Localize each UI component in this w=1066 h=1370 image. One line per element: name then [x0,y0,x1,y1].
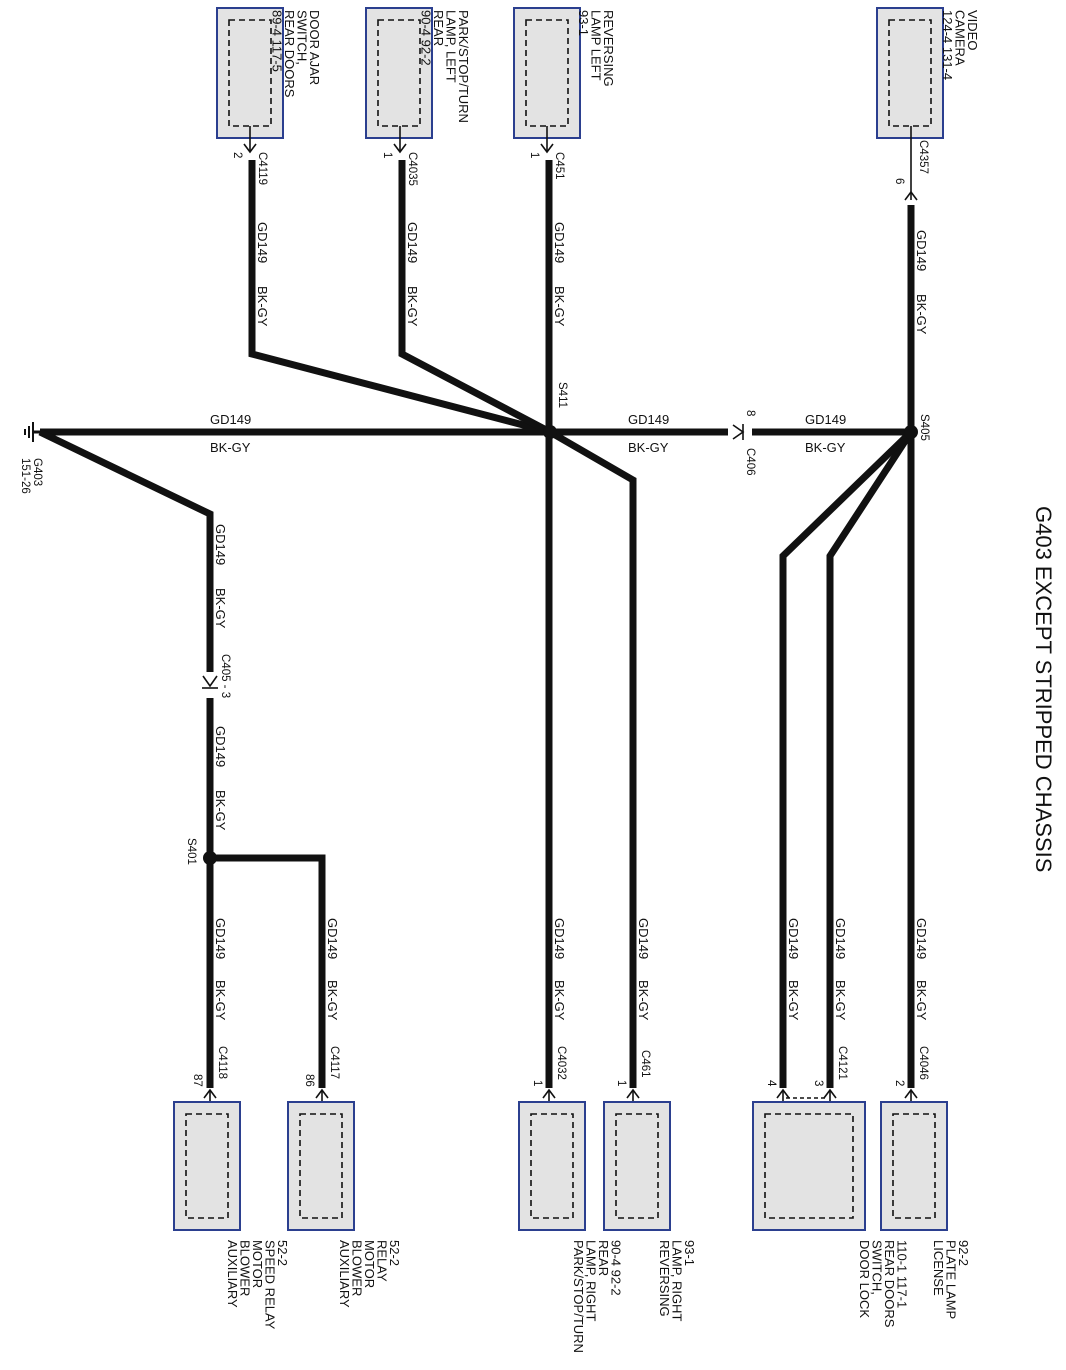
splice-s411 [543,425,557,439]
pin-label: 1 [531,1080,543,1086]
component-label: REVERSING LAMP, RIGHT 93-1 [657,1240,697,1325]
svg-text:GD149: GD149 [325,918,340,959]
svg-text:BK-GY: BK-GY [405,286,420,327]
component-label: DOOR AJAR SWITCH, REAR DOORS 89-4 117-5 [270,10,323,101]
component-auxiliary-blower-motor-relay: AUXILIARY BLOWER MOTOR RELAY 52-2 [287,1088,402,1311]
pin-label: 87 [191,1074,203,1087]
splice-s401 [203,851,217,865]
component-park-stop-turn-lamp-right: PARK/STOP/TURN LAMP, RIGHT REAR 90-4 92-… [518,1088,624,1357]
inline-connector-c405: C405 - 3 [202,654,231,698]
component-reversing-lamp-right: REVERSING LAMP, RIGHT 93-1 [603,1088,697,1325]
pin-label: 1 [381,152,393,158]
svg-text:BK-GY: BK-GY [210,440,251,455]
connector-label: C4121 [836,1046,848,1080]
svg-text:GD149: GD149 [914,918,929,959]
splice-label: S401 [185,838,197,865]
svg-text:BK-GY: BK-GY [786,980,801,1021]
pin-label: 8 [744,410,756,416]
connector-label: C4117 [328,1046,340,1079]
svg-text:BK-GY: BK-GY [805,440,846,455]
svg-text:GD149: GD149 [213,524,228,565]
svg-text:GD149: GD149 [786,918,801,959]
splice-label: S405 [918,414,930,441]
connector-label: C406 [744,448,756,476]
component-label: VIDEO CAMERA 124-4 131-4 [940,10,980,80]
splice-label: S411 [556,382,568,408]
component-door-lock-switch: DOOR LOCK SWITCH, REAR DOORS 110-1 117-1 [752,1088,910,1331]
svg-text:BK-GY: BK-GY [636,980,651,1021]
svg-text:GD149: GD149 [914,230,929,271]
svg-text:GD149: GD149 [636,918,651,959]
component-park-stop-turn-lamp-left: PARK/STOP/TURN LAMP, LEFT REAR 90-4 92-2 [365,7,472,154]
svg-text:GD149: GD149 [405,222,420,263]
svg-text:BK-GY: BK-GY [628,440,669,455]
pin-label: 1 [528,152,540,158]
splice-s405 [904,425,918,439]
svg-text:BK-GY: BK-GY [552,980,567,1021]
svg-text:BK-GY: BK-GY [552,286,567,327]
connector-label: C4118 [216,1046,228,1079]
svg-text:GD149: GD149 [213,918,228,959]
svg-text:GD149: GD149 [552,918,567,959]
pin-label: 6 [893,178,905,184]
svg-text:GD149: GD149 [628,412,669,427]
connector-label: C4357 [917,140,929,174]
connector-label: C4046 [917,1046,929,1080]
connector-label: C4032 [555,1046,567,1080]
component-reversing-lamp-left: REVERSING LAMP LEFT 93-1 [513,7,616,154]
component-door-ajar-switch: DOOR AJAR SWITCH, REAR DOORS 89-4 117-5 [216,7,323,154]
connector-label: C4035 [406,152,418,186]
component-license-plate-lamp: LICENSE PLATE LAMP 92-2 [880,1088,971,1323]
svg-text:BK-GY: BK-GY [914,980,929,1021]
component-label: LICENSE PLATE LAMP 92-2 [931,1240,971,1323]
svg-text:GD149: GD149 [255,222,270,263]
ground-label: G403 151-26 [19,458,43,494]
wire-labels: GD149 BK-GY GD149 BK-GY GD149 BK-GY GD14… [210,222,929,1021]
component-label: PARK/STOP/TURN LAMP, RIGHT REAR 90-4 92-… [571,1240,624,1357]
inline-connector-c406: 8 C406 [732,410,756,476]
svg-text:GD149: GD149 [833,918,848,959]
svg-text:BK-GY: BK-GY [213,980,228,1021]
connector-label: C4119 [256,152,268,185]
pin-label: 2 [893,1080,905,1086]
component-label: AUXILIARY BLOWER MOTOR RELAY 52-2 [337,1240,402,1311]
connector-label: C451 [553,152,565,180]
svg-text:GD149: GD149 [552,222,567,263]
svg-text:BK-GY: BK-GY [213,790,228,831]
component-auxiliary-blower-motor-speed-relay: AUXILIARY BLOWER MOTOR SPEED RELAY 52-2 [173,1088,290,1333]
svg-text:BK-GY: BK-GY [833,980,848,1021]
ground-icon [24,422,40,442]
wires [38,160,915,1088]
pin-label: 3 [812,1080,824,1086]
connector-label: C405 - 3 [219,654,231,698]
svg-text:GD149: GD149 [805,412,846,427]
pin-label: 2 [231,152,243,158]
svg-text:BK-GY: BK-GY [914,294,929,335]
svg-text:GD149: GD149 [213,726,228,767]
svg-text:GD149: GD149 [210,412,251,427]
diagram-title: G403 EXCEPT STRIPPED CHASSIS [1031,506,1056,872]
svg-text:BK-GY: BK-GY [213,588,228,629]
component-label: PARK/STOP/TURN LAMP, LEFT REAR 90-4 92-2 [419,10,472,127]
pin-label: 4 [765,1080,777,1087]
svg-text:BK-GY: BK-GY [255,286,270,327]
component-video-camera: VIDEO CAMERA 124-4 131-4 [876,7,980,201]
pin-label: 86 [303,1074,315,1087]
connector-label: C461 [639,1050,651,1078]
pin-label: 1 [615,1080,627,1086]
svg-text:BK-GY: BK-GY [325,980,340,1021]
component-label: AUXILIARY BLOWER MOTOR SPEED RELAY 52-2 [225,1240,290,1333]
component-label: REVERSING LAMP LEFT 93-1 [576,10,616,90]
component-label: DOOR LOCK SWITCH, REAR DOORS 110-1 117-1 [857,1240,910,1331]
